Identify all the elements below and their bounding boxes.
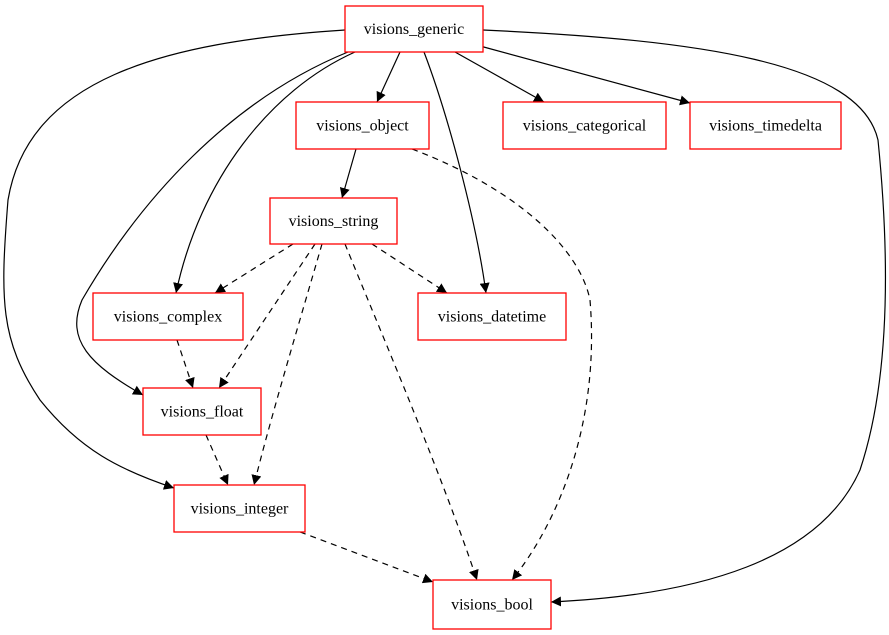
node-box: [173, 484, 306, 533]
edge-generic-to-timedelta: [479, 45, 691, 106]
node-box: [269, 197, 398, 245]
edge-generic-to-float: [76, 51, 349, 396]
edge-integer-to-bool: [299, 531, 434, 584]
node-box: [432, 579, 552, 630]
edge-object-to-bool: [411, 148, 593, 581]
edge-string-to-integer: [251, 243, 323, 486]
node-box: [92, 292, 244, 341]
node-box: [417, 292, 567, 341]
node-generic: visions_generic: [344, 5, 484, 53]
edge-string-to-bool: [344, 243, 479, 581]
node-label: visions_complex: [114, 309, 222, 326]
node-label: visions_timedelta: [709, 118, 822, 135]
edge-generic-to-datetime: [423, 51, 490, 294]
node-object: visions_object: [295, 101, 430, 150]
node-bool: visions_bool: [432, 579, 552, 630]
node-label: visions_object: [316, 118, 409, 135]
node-datetime: visions_datetime: [417, 292, 567, 341]
node-box: [502, 101, 667, 150]
node-label: visions_bool: [451, 597, 533, 614]
edge-object-to-string: [339, 148, 357, 199]
node-float: visions_float: [142, 387, 262, 436]
node-label: visions_generic: [364, 21, 464, 38]
edge-float-to-integer: [205, 434, 229, 486]
edge-complex-to-float: [176, 339, 195, 389]
node-categorical: visions_categorical: [502, 101, 667, 150]
edge-generic-to-complex: [173, 51, 356, 294]
node-box: [295, 101, 430, 150]
node-label: visions_float: [161, 404, 244, 421]
node-label: visions_datetime: [438, 309, 546, 326]
node-box: [689, 101, 842, 150]
edge-string-to-datetime: [371, 243, 448, 294]
edge-generic-to-object: [376, 51, 401, 103]
node-label: visions_categorical: [523, 118, 647, 135]
node-box: [142, 387, 262, 436]
node-complex: visions_complex: [92, 292, 244, 341]
edge-string-to-float: [218, 243, 316, 389]
node-label: visions_integer: [191, 501, 289, 518]
node-integer: visions_integer: [173, 484, 306, 533]
edge-generic-to-categorical: [454, 51, 545, 103]
edge-generic-to-bool: [482, 29, 887, 607]
edges-layer: [3, 29, 887, 607]
edge-generic-to-integer: [3, 29, 346, 490]
nodes-layer: visions_generic visions_object visions_cat…: [92, 5, 842, 630]
edge-string-to-complex: [214, 243, 294, 294]
node-label: visions_string: [289, 213, 379, 230]
node-string: visions_string: [269, 197, 398, 245]
node-box: [344, 5, 484, 53]
node-timedelta: visions_timedelta: [689, 101, 842, 150]
